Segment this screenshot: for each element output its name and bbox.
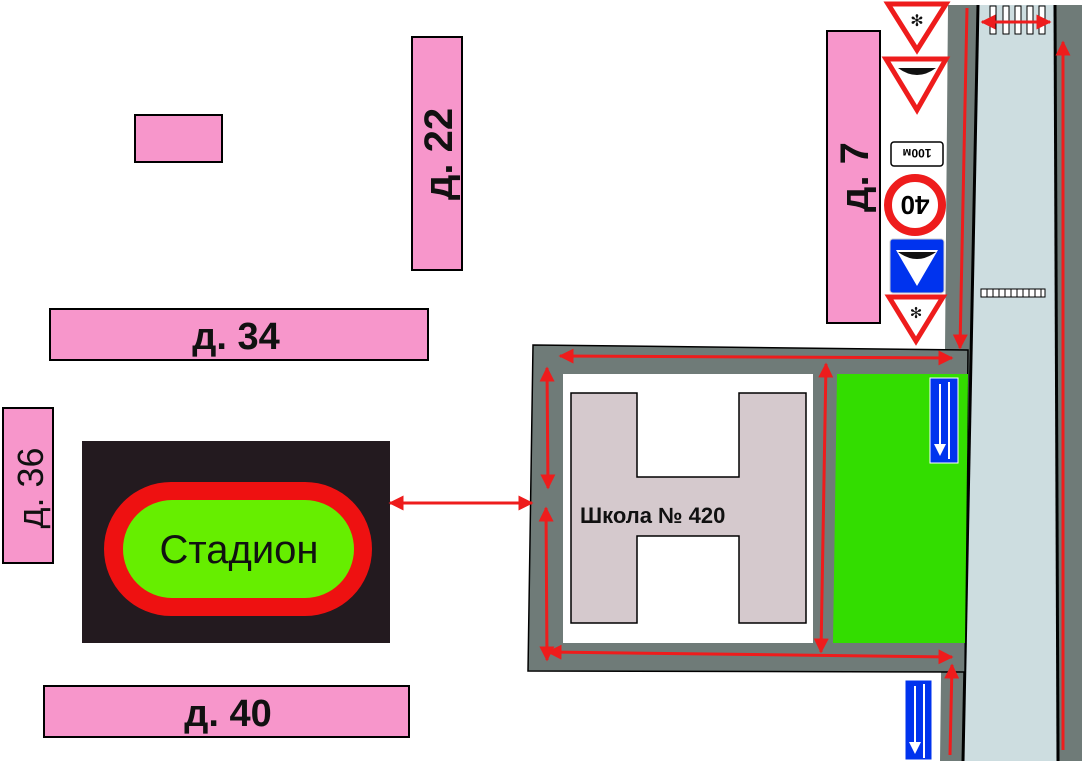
children-warning-sign-icon: ✻: [883, 1, 951, 55]
school-label: Школа № 420: [580, 503, 725, 528]
children-warning-sign-icon: ✻: [884, 294, 948, 346]
school-grounds: Школа № 420: [527, 344, 969, 673]
school-label-text: Школа № 420: [580, 503, 725, 528]
safe-route-arrows: [388, 7, 1071, 756]
building-d36: д. 36: [2, 407, 54, 564]
building-d40: д. 40: [43, 685, 410, 738]
building-label: д. 22: [417, 108, 461, 200]
building-label: д. 7: [833, 142, 877, 212]
one-way-lane-sign-icon: [904, 679, 933, 761]
school-building: [570, 392, 807, 624]
speed-limit-text: 40: [901, 190, 930, 220]
building-label: д. 36: [10, 447, 51, 528]
svg-text:✻: ✻: [910, 13, 923, 30]
stadium-label: Стадион: [159, 528, 318, 572]
speed-bump-marking-icon: [980, 288, 1046, 298]
building-label: д. 40: [184, 693, 272, 735]
distance-plate-text: 100м: [902, 146, 931, 160]
building-label: д. 34: [192, 316, 280, 358]
main-road: [940, 4, 1082, 761]
speed-bump-info-sign-icon: [889, 238, 945, 294]
building-unnamed: [134, 114, 223, 163]
building-d7: д. 7: [826, 30, 881, 324]
stadium: Стадион: [82, 441, 390, 643]
one-way-lane-sign-icon: [929, 377, 959, 464]
distance-plate-icon: 100м: [890, 141, 944, 167]
svg-text:✻: ✻: [910, 305, 923, 322]
speed-limit-sign-icon: 40: [884, 174, 946, 236]
building-d22: д. 22: [411, 36, 463, 271]
building-d34: д. 34: [49, 308, 429, 361]
speed-bump-warning-sign-icon: [881, 56, 951, 115]
